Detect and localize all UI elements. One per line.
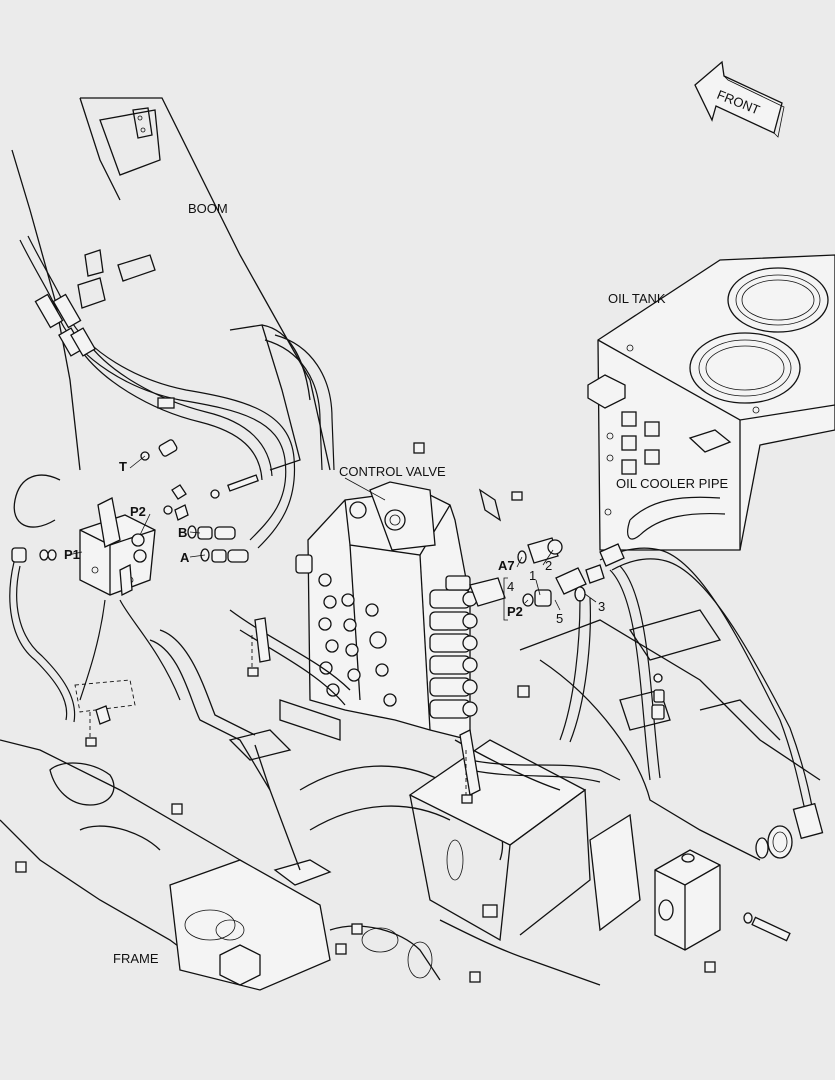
callout-5: 5 bbox=[556, 611, 563, 626]
port-p2-left-label: P2 bbox=[130, 504, 146, 519]
right-fittings bbox=[517, 537, 661, 781]
valve-ports-left bbox=[318, 573, 397, 707]
tank-ports bbox=[604, 344, 760, 516]
control-valve bbox=[295, 481, 506, 741]
oil-cooler-pipe bbox=[599, 496, 824, 859]
callout-2: 2 bbox=[545, 558, 552, 573]
port-p2-right-label: P2 bbox=[507, 604, 523, 619]
oil-cooler-pipe-label: OIL COOLER PIPE bbox=[616, 476, 729, 491]
port-t-label: T bbox=[119, 459, 127, 474]
frame-label: FRAME bbox=[113, 951, 159, 966]
boom-hoses bbox=[19, 235, 335, 549]
callout-4: 4 bbox=[507, 579, 514, 594]
oil-tank-label: OIL TANK bbox=[608, 291, 666, 306]
boom-label: BOOM bbox=[188, 201, 228, 216]
port-p1-label: P1 bbox=[64, 547, 80, 562]
oil-tank bbox=[587, 254, 835, 551]
left-valve-block bbox=[9, 439, 259, 747]
callout-1: 1 bbox=[529, 568, 536, 583]
leader-lines bbox=[67, 455, 597, 621]
control-valve-label: CONTROL VALVE bbox=[339, 464, 446, 479]
port-b-label: B bbox=[178, 525, 187, 540]
front-arrow: FRONT bbox=[694, 60, 785, 138]
port-a-label: A bbox=[180, 550, 190, 565]
callout-3: 3 bbox=[598, 599, 605, 614]
text-labels: BOOM OIL TANK CONTROL VALVE OIL COOLER P… bbox=[64, 201, 729, 966]
small-parts bbox=[15, 442, 716, 983]
frame bbox=[0, 609, 821, 991]
port-a7-label: A7 bbox=[498, 558, 515, 573]
boom bbox=[11, 97, 331, 528]
